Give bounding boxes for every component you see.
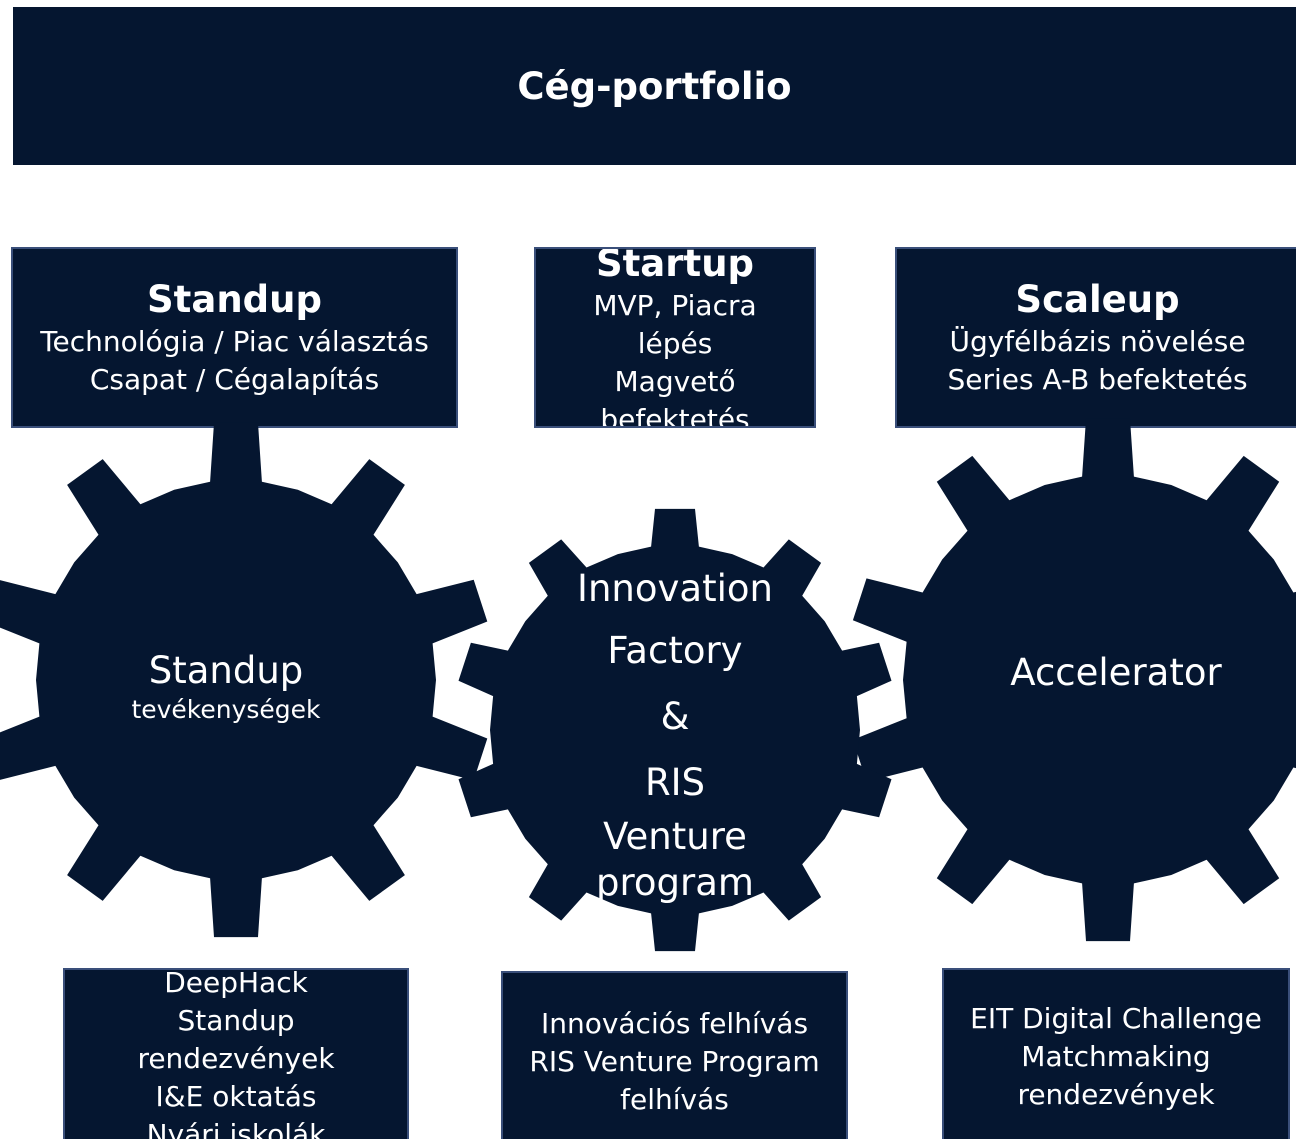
stage-line: Series A-B befektetés [947,362,1248,396]
gear-label-innovation: Innovation Factory & RIS Venture program [525,558,825,906]
program-line: rendezvények [1017,1078,1215,1111]
program-line: Matchmaking [1021,1040,1211,1073]
gear-line: Venture [603,815,747,858]
stage-box-startup: Startup MVP, Piacra lépés Magvető befekt… [534,247,816,428]
program-line: EIT Digital Challenge [970,1002,1262,1035]
program-line: rendezvények [137,1042,335,1075]
stage-title: Scaleup [1015,277,1180,321]
program-line: RIS Venture Program [529,1045,820,1078]
gear-line: RIS [644,761,706,804]
gear-accelerator-icon [852,418,1296,942]
gear-line: Factory [607,629,743,672]
stage-line: Magvető [614,365,736,398]
program-line: Innovációs felhívás [540,1007,809,1040]
gear-innovation-icon [458,508,892,952]
diagram-title: Cég-portfolio [517,64,792,108]
gear-line: & [660,695,690,738]
gear-subtitle: tevékenységek [131,695,321,724]
program-line: DeepHack [164,968,308,999]
stage-line: Technológia / Piac választás [40,324,429,358]
program-line: Standup [177,1004,295,1037]
program-line: felhívás [620,1083,729,1116]
stage-line: befektetés [600,403,750,428]
stage-title: Startup [595,247,755,285]
gear-name: Standup [148,649,304,692]
program-line: Nyári iskolák [146,1118,326,1139]
stage-line: lépés [637,327,713,360]
program-box-accelerator: EIT Digital Challenge Matchmaking rendez… [942,968,1290,1139]
stage-box-standup: Standup Technológia / Piac választás Csa… [11,247,458,428]
stage-line: Csapat / Cégalapítás [89,362,380,396]
stage-line: MVP, Piacra [593,289,757,322]
gear-line: program [596,861,754,904]
stage-line: Ügyfélbázis növelése [949,324,1246,358]
title-banner: Cég-portfolio [13,7,1296,165]
gear-standup-icon [0,422,488,938]
gear-name: Accelerator [1010,651,1222,694]
program-box-standup: DeepHack Standup rendezvények I&E oktatá… [63,968,409,1139]
stage-title: Standup [147,277,322,321]
gear-line: Innovation [577,567,773,610]
gear-label-accelerator: Accelerator [966,650,1266,696]
program-box-innovation: Innovációs felhívás RIS Venture Program … [501,971,848,1139]
gear-label-standup: Standup tevékenységek [76,648,376,726]
program-line: I&E oktatás [155,1080,317,1113]
